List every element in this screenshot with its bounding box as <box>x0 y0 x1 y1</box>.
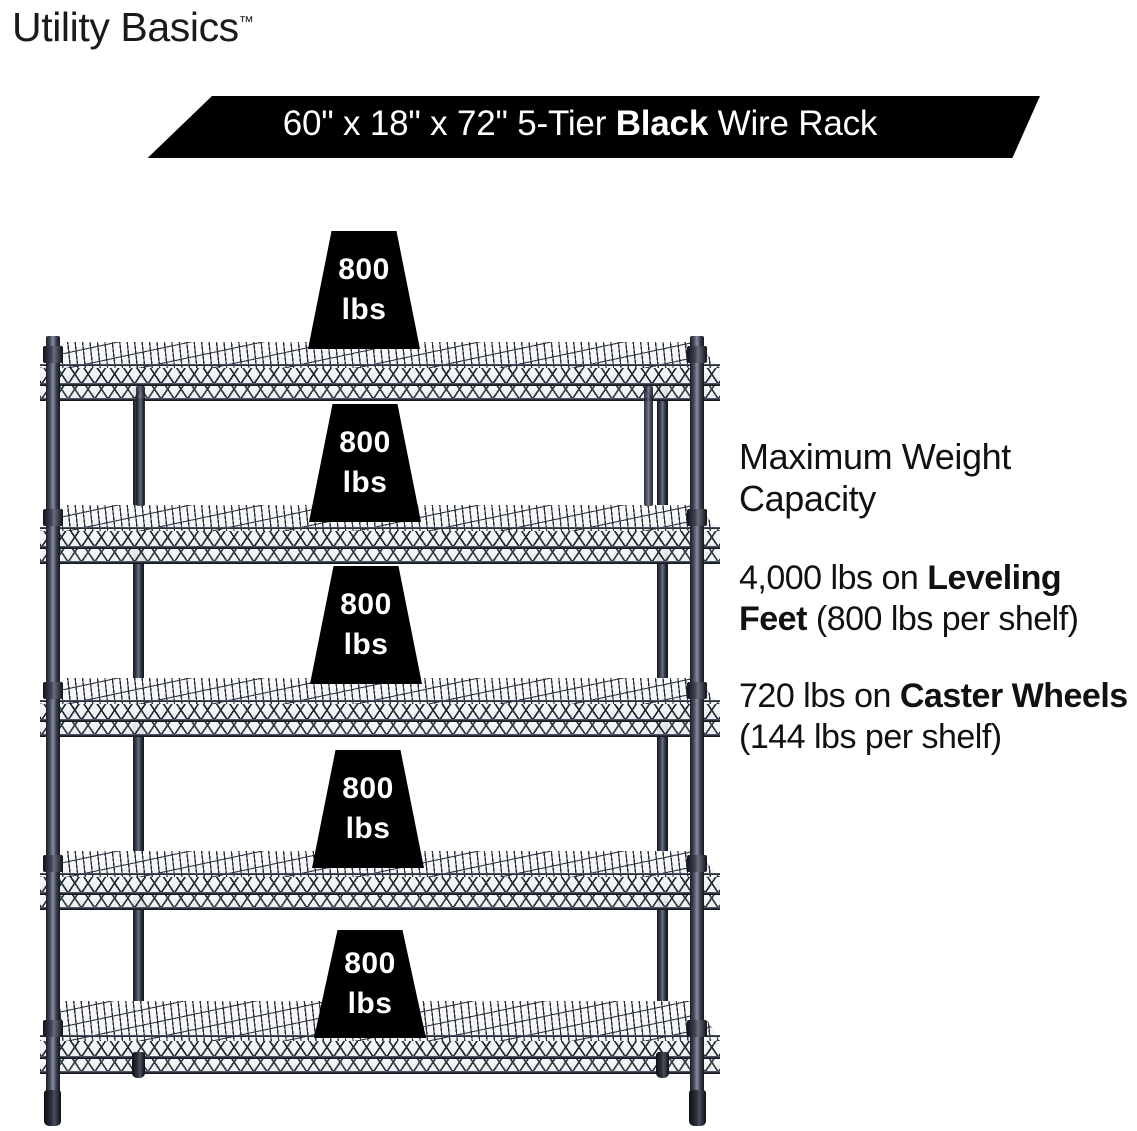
caster-detail: (144 lbs per shelf) <box>739 717 1002 756</box>
shelf-4-bottom-rail <box>40 907 720 910</box>
shelf-4-lower-truss <box>40 895 720 907</box>
shelf-3-bottom-rail <box>40 734 720 737</box>
shelf-3-rear-rail <box>40 700 720 702</box>
title-banner: 60" x 18" x 72" 5-Tier Black Wire Rack <box>120 96 1040 158</box>
leveling-foot-front-right <box>689 1090 706 1126</box>
leveling-foot-front-left <box>44 1090 61 1126</box>
leveling-total: 4,000 lbs on <box>739 559 928 598</box>
front-left-post <box>46 336 60 1096</box>
shelf-1-front-rail <box>40 383 720 386</box>
banner-tier: 5-Tier <box>517 104 607 143</box>
collar-right-3 <box>687 682 707 699</box>
front-right-post <box>690 336 704 1096</box>
collar-left-2 <box>43 509 63 526</box>
badge-4-unit: lbs <box>345 811 391 845</box>
badge-5-number: 800 <box>344 946 396 980</box>
shelf-4-truss <box>40 877 720 892</box>
shelf-4-front-rail <box>40 892 720 895</box>
badge-2-number: 800 <box>339 425 391 459</box>
leveling-foot-rear-right <box>656 1052 669 1078</box>
shelf-2-front-rail <box>40 546 720 549</box>
shelf-5-lower-truss <box>40 1059 720 1071</box>
shelf-1-rear-rail <box>40 364 720 366</box>
banner-background <box>147 96 1040 158</box>
badge-3-unit: lbs <box>343 627 389 661</box>
shelf-3-lower-truss <box>40 722 720 734</box>
caster-wheels-capacity: 720 lbs on Caster Wheels (144 lbs per sh… <box>739 676 1137 758</box>
shelf-3-front-rail <box>40 719 720 722</box>
badge-2-unit: lbs <box>342 465 388 499</box>
badge-4-number: 800 <box>342 771 394 805</box>
collar-left-4 <box>43 855 63 872</box>
shelf-4-rear-rail <box>40 873 720 875</box>
inner-left-leg <box>136 386 145 506</box>
badge-5-unit: lbs <box>347 986 393 1020</box>
banner-dimensions: 60" x 18" x 72" <box>282 104 508 143</box>
shelf-5-front-rail <box>40 1056 720 1059</box>
shelf-2-bottom-rail <box>40 561 720 564</box>
leveling-foot-rear-left <box>132 1052 145 1078</box>
collar-left-1 <box>43 346 63 363</box>
collar-right-2 <box>687 509 707 526</box>
shelf-1-lower-truss <box>40 386 720 398</box>
capacity-copy-block: Maximum Weight Capacity 4,000 lbs on Lev… <box>739 436 1137 757</box>
capacity-badge-shelf-1: 800 lbs <box>308 231 420 349</box>
banner-emphasis: Black <box>615 104 709 143</box>
collar-right-4 <box>687 855 707 872</box>
leveling-emphasis: Leveling Feet <box>739 559 1062 639</box>
trademark-symbol: ™ <box>238 13 254 31</box>
brand-logo: Utility Basics™ <box>12 4 254 51</box>
caster-emphasis: Caster Wheels <box>899 676 1128 715</box>
collar-left-3 <box>43 682 63 699</box>
capacity-heading: Maximum Weight Capacity <box>739 436 1011 520</box>
banner-suffix: Wire Rack <box>717 104 878 143</box>
badge-1-number: 800 <box>338 252 390 286</box>
banner-title: 60" x 18" x 72" 5-Tier Black Wire Rack <box>120 96 1040 152</box>
shelf-3-truss <box>40 704 720 719</box>
shelf-2-rear-rail <box>40 527 720 529</box>
badge-1-unit: lbs <box>341 292 387 326</box>
collar-right-5 <box>687 1020 707 1037</box>
leveling-feet-capacity: 4,000 lbs on Leveling Feet (800 lbs per … <box>739 558 1137 640</box>
collar-right-1 <box>687 346 707 363</box>
shelf-5-bottom-rail <box>40 1071 720 1074</box>
shelf-2-lower-truss <box>40 549 720 561</box>
brand-name: Utility Basics <box>12 4 239 50</box>
badge-3-number: 800 <box>340 587 392 621</box>
shelf-1-truss <box>40 368 720 383</box>
shelf-5-truss <box>40 1041 720 1056</box>
leveling-detail: (800 lbs per shelf) <box>806 600 1079 639</box>
caster-total: 720 lbs on <box>739 676 900 715</box>
collar-left-5 <box>43 1020 63 1037</box>
shelf-2-truss <box>40 531 720 546</box>
shelf-1-bottom-rail <box>40 398 720 401</box>
inner-right-leg <box>644 386 653 506</box>
